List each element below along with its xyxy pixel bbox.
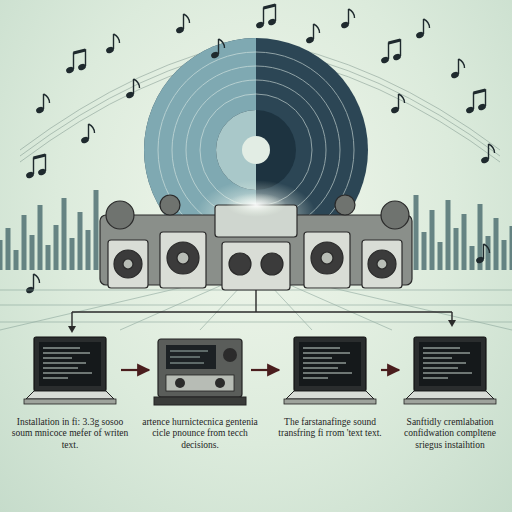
laptop-icon xyxy=(280,333,380,407)
device-step: Sanftidly cremlabation confidwation comp… xyxy=(392,333,508,451)
device-step: artence hurnictecnica gentenia cicle pno… xyxy=(138,333,262,451)
step-caption: The farstanafinge sound transfring fi rr… xyxy=(270,417,390,440)
laptop-icon xyxy=(20,333,120,407)
step-caption: Installation in fi: 3.3g sosoo soum mnic… xyxy=(6,417,134,451)
flow-arrow xyxy=(381,369,399,371)
device-step: The farstanafinge sound transfring fi rr… xyxy=(270,333,390,440)
flow-arrow xyxy=(121,369,149,371)
step-caption: artence hurnictecnica gentenia cicle pno… xyxy=(138,417,262,451)
flow-arrow xyxy=(251,369,279,371)
step-caption: Sanftidly cremlabation confidwation comp… xyxy=(392,417,508,451)
device-icon xyxy=(150,333,250,407)
laptop-icon xyxy=(400,333,500,407)
device-step: Installation in fi: 3.3g sosoo soum mnic… xyxy=(6,333,134,451)
